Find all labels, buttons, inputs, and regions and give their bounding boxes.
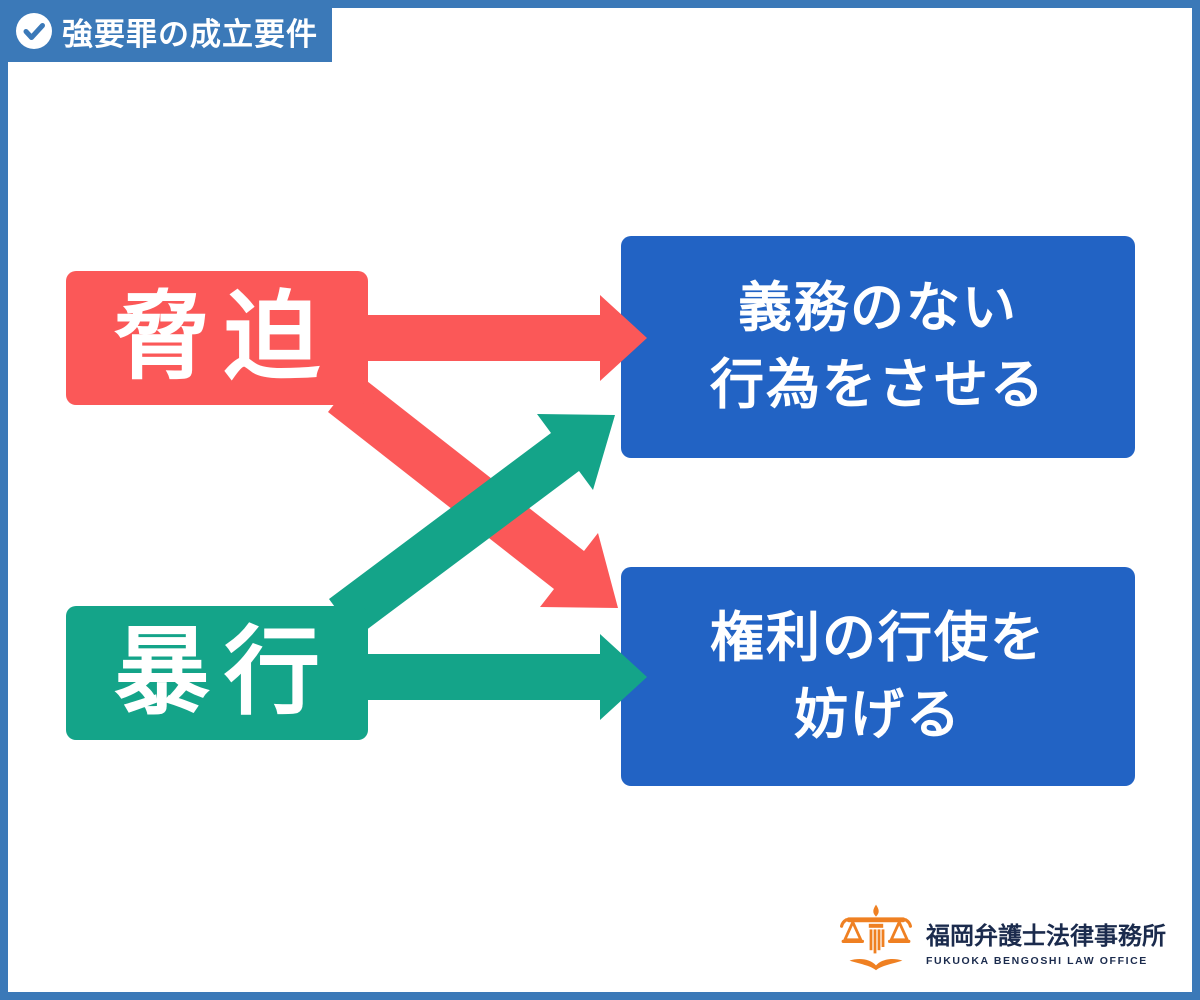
check-circle-icon [16, 13, 52, 49]
law-office-logo: 福岡弁護士法律事務所 FUKUOKA BENGOSHI LAW OFFICE [840, 903, 1166, 980]
target-box-duty: 義務のない 行為をさせる [621, 236, 1135, 458]
arrow-assault-to-rights [363, 634, 647, 720]
arrow-threat-to-rights [328, 374, 618, 608]
org-name-english: FUKUOKA BENGOSHI LAW OFFICE [926, 955, 1148, 967]
arrow-assault-to-duty [329, 414, 615, 637]
header-badge: 強要罪の成立要件 [8, 8, 332, 62]
target-rights-line2: 妨げる [794, 684, 962, 745]
source-assault-label: 暴行 [114, 619, 334, 726]
source-box-threat: 脅迫 [66, 271, 368, 405]
org-name-japanese: 福岡弁護士法律事務所 [926, 923, 1166, 950]
source-box-assault: 暴行 [66, 606, 368, 740]
page-title: 強要罪の成立要件 [62, 16, 318, 52]
scales-of-justice-icon [840, 903, 912, 980]
connection-arrows [328, 295, 647, 720]
target-duty-line1: 義務のない [738, 278, 1018, 339]
target-rights-line1: 権利の行使を [710, 607, 1046, 668]
arrow-threat-to-duty [363, 295, 647, 381]
target-box-rights: 権利の行使を 妨げる [621, 567, 1135, 786]
target-duty-line2: 行為をさせる [710, 355, 1046, 415]
source-threat-label: 脅迫 [114, 284, 334, 391]
